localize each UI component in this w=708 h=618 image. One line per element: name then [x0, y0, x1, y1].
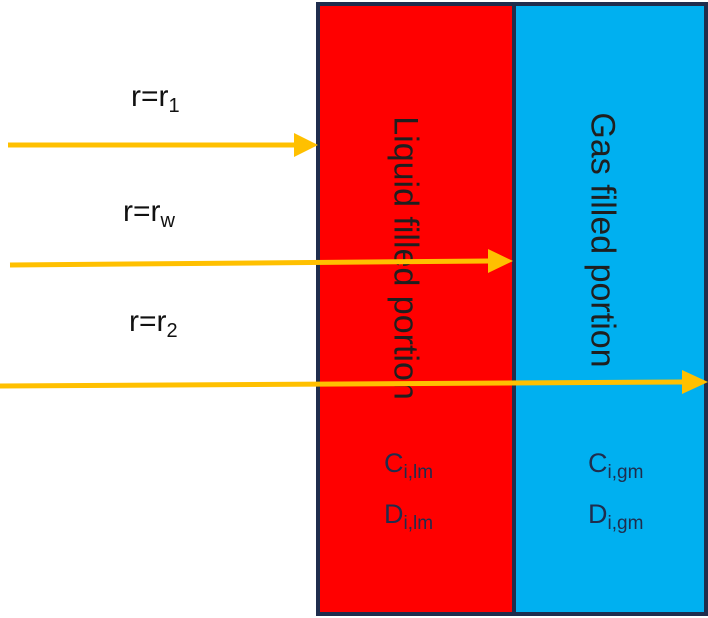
- liquid-diffusivity-symbol: Di,lm: [384, 499, 434, 534]
- gas-filled-region: [512, 2, 708, 616]
- gas-diffusivity-symbol: Di,gm: [588, 499, 644, 534]
- radius-label-rw: r=rw: [123, 195, 175, 232]
- arrow-to-r2: [0, 370, 708, 394]
- liquid-concentration-symbol: Ci,lm: [384, 448, 434, 483]
- gas-concentration-symbol: Ci,gm: [588, 448, 644, 483]
- radius-label-r2: r=r2: [129, 305, 178, 342]
- liquid-filled-region: [316, 2, 516, 616]
- arrow-to-r1: [8, 133, 318, 157]
- arrow-to-rw: [9, 249, 513, 273]
- radius-label-r1: r=r1: [131, 80, 180, 117]
